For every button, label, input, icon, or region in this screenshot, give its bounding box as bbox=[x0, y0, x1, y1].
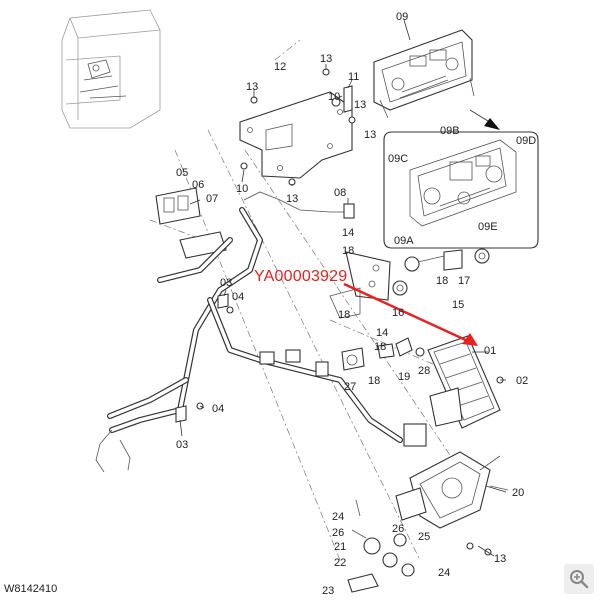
callout-13-b: 13 bbox=[320, 53, 332, 65]
callout-07: 07 bbox=[206, 193, 218, 205]
callout-15: 15 bbox=[452, 299, 464, 311]
callout-17: 17 bbox=[458, 275, 470, 287]
callout-28: 28 bbox=[418, 365, 430, 377]
callout-04-b: 04 bbox=[212, 403, 224, 415]
callout-13-e: 13 bbox=[286, 193, 298, 205]
callout-leaders bbox=[179, 19, 507, 557]
part-code-arrow bbox=[343, 282, 478, 346]
callout-09c: 09C bbox=[388, 153, 408, 165]
callout-18-c: 18 bbox=[436, 275, 448, 287]
cab-thumbnail bbox=[61, 9, 161, 129]
callout-24-a: 24 bbox=[332, 511, 344, 523]
callout-10-b: 10 bbox=[236, 183, 248, 195]
callout-13-g: 13 bbox=[494, 553, 506, 565]
harness-brackets bbox=[175, 293, 234, 423]
callout-13-c: 13 bbox=[354, 99, 366, 111]
callout-26-a: 26 bbox=[332, 527, 344, 539]
drawing-reference: W8142410 bbox=[4, 583, 58, 595]
callout-14-a: 14 bbox=[342, 227, 354, 239]
callout-03-b: 03 bbox=[176, 439, 188, 451]
callout-23: 23 bbox=[322, 585, 334, 597]
mounting-plate bbox=[239, 91, 353, 179]
detail-leaders bbox=[469, 109, 500, 130]
callout-09a: 09A bbox=[394, 235, 414, 247]
callout-20: 20 bbox=[512, 487, 524, 499]
sensor-assembly bbox=[404, 248, 490, 272]
callout-27: 27 bbox=[344, 381, 356, 393]
main-harness bbox=[95, 191, 427, 473]
callout-19: 19 bbox=[398, 371, 410, 383]
callout-18-d: 18 bbox=[374, 341, 386, 353]
callout-08: 08 bbox=[334, 187, 346, 199]
callout-13-d: 13 bbox=[364, 129, 376, 141]
callout-labels: 09 09B 09C 09D 09E 09A 12 13 13 11 10 13… bbox=[176, 11, 536, 597]
part-code-label: YA00003929 bbox=[254, 268, 348, 285]
callout-21: 21 bbox=[334, 541, 346, 553]
callout-09d: 09D bbox=[516, 135, 536, 147]
callout-10: 10 bbox=[328, 91, 340, 103]
instrument-cluster bbox=[373, 29, 475, 119]
callout-01: 01 bbox=[484, 345, 496, 357]
callout-24-b: 24 bbox=[438, 567, 450, 579]
cluster-detail bbox=[383, 131, 539, 249]
callout-14-b: 14 bbox=[376, 327, 388, 339]
callout-18-e: 18 bbox=[368, 375, 380, 387]
callout-13-a: 13 bbox=[246, 81, 258, 93]
zoom-button[interactable] bbox=[564, 564, 594, 594]
callout-26-b: 26 bbox=[392, 523, 404, 535]
callout-18-b: 18 bbox=[338, 309, 350, 321]
callout-18-a: 18 bbox=[342, 245, 354, 257]
callout-16: 16 bbox=[392, 307, 404, 319]
steering-switch bbox=[347, 451, 509, 593]
callout-09: 09 bbox=[396, 11, 408, 23]
callout-09b: 09B bbox=[440, 125, 460, 137]
callout-03-a: 03 bbox=[220, 277, 232, 289]
magnifier-plus-icon bbox=[570, 570, 589, 589]
callout-06: 06 bbox=[192, 179, 204, 191]
callout-02: 02 bbox=[516, 375, 528, 387]
callout-11: 11 bbox=[348, 71, 359, 83]
switch-bracket bbox=[329, 251, 408, 319]
callout-12: 12 bbox=[274, 61, 286, 73]
callout-25: 25 bbox=[418, 531, 430, 543]
accelerator-pedal bbox=[427, 335, 504, 429]
small-switches bbox=[341, 337, 425, 371]
callout-04-a: 04 bbox=[232, 291, 244, 303]
callout-05: 05 bbox=[176, 167, 188, 179]
callout-09e: 09E bbox=[478, 221, 498, 233]
callout-22: 22 bbox=[334, 557, 346, 569]
